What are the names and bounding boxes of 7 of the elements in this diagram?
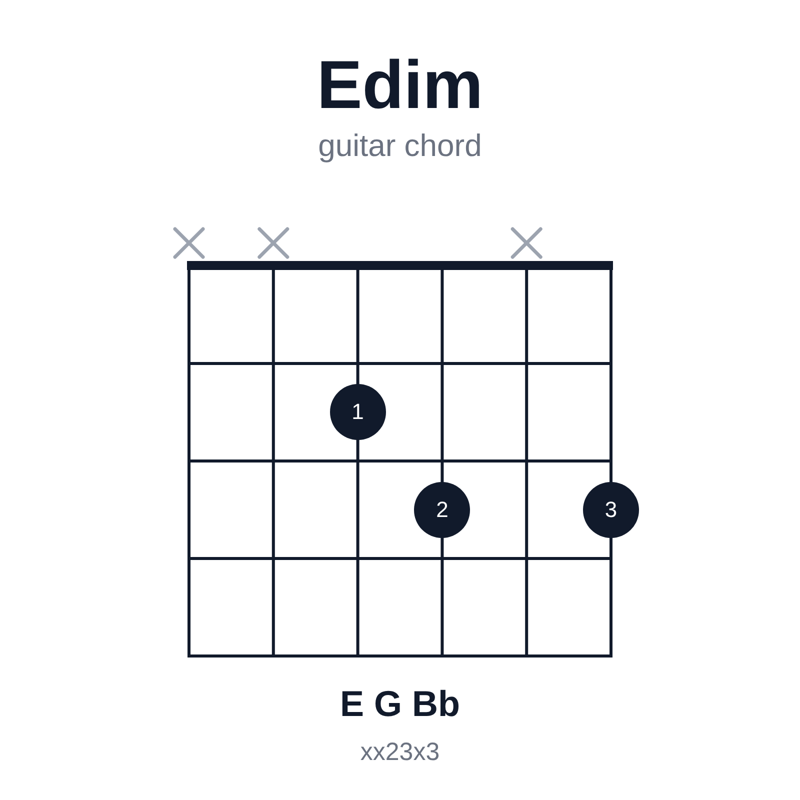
finger-dot: 2 <box>414 482 470 538</box>
finger-dot: 1 <box>330 384 386 440</box>
subtitle: guitar chord <box>317 128 483 164</box>
chord-notes: E G Bb <box>338 683 461 725</box>
finger-dot: 3 <box>583 482 639 538</box>
chord-title: Edim <box>316 46 484 124</box>
fingering-code: xx23x3 <box>359 738 441 767</box>
